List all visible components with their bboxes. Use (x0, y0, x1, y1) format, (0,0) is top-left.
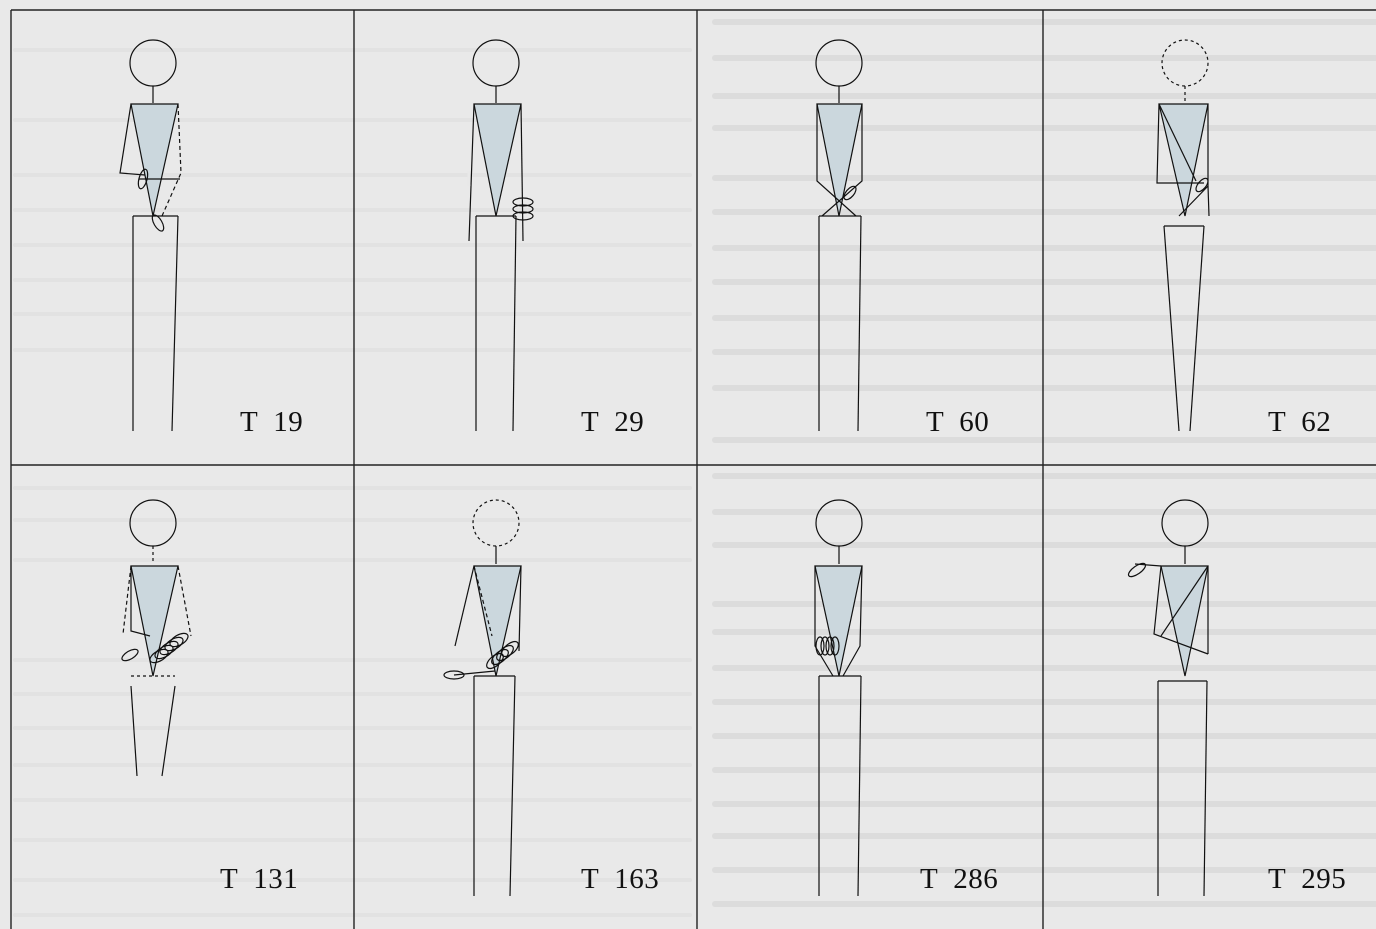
label-t295: T 295 (1268, 863, 1346, 896)
bracelet-icon (120, 647, 140, 663)
panel-t286: T 286 (698, 466, 1043, 929)
head-icon (473, 500, 519, 546)
head-icon (1162, 40, 1208, 86)
head-icon (816, 40, 862, 86)
panel-t60: T 60 (698, 11, 1043, 465)
head-icon (1162, 500, 1208, 546)
label-t60: T 60 (926, 406, 989, 439)
panel-t19: T 19 (12, 11, 354, 465)
label-t286: T 286 (920, 863, 998, 896)
label-t62: T 62 (1268, 406, 1331, 439)
figure-t60 (698, 11, 1043, 465)
figure-t19 (12, 11, 354, 465)
head-icon (473, 40, 519, 86)
figure-t163 (355, 466, 697, 929)
label-t163: T 163 (581, 863, 659, 896)
figure-t295 (1044, 466, 1376, 929)
label-t131: T 131 (220, 863, 298, 896)
head-icon (130, 40, 176, 86)
figure-t62 (1044, 11, 1376, 465)
figure-t286 (698, 466, 1043, 929)
label-t19: T 19 (240, 406, 303, 439)
panel-t163: T 163 (355, 466, 697, 929)
panel-t295: T 295 (1044, 466, 1376, 929)
figure-t131 (12, 466, 354, 929)
head-icon (130, 500, 176, 546)
head-icon (816, 500, 862, 546)
label-t29: T 29 (581, 406, 644, 439)
panel-t131: T 131 (12, 466, 354, 929)
figure-t29 (355, 11, 697, 465)
panel-t62: T 62 (1044, 11, 1376, 465)
panel-t29: T 29 (355, 11, 697, 465)
